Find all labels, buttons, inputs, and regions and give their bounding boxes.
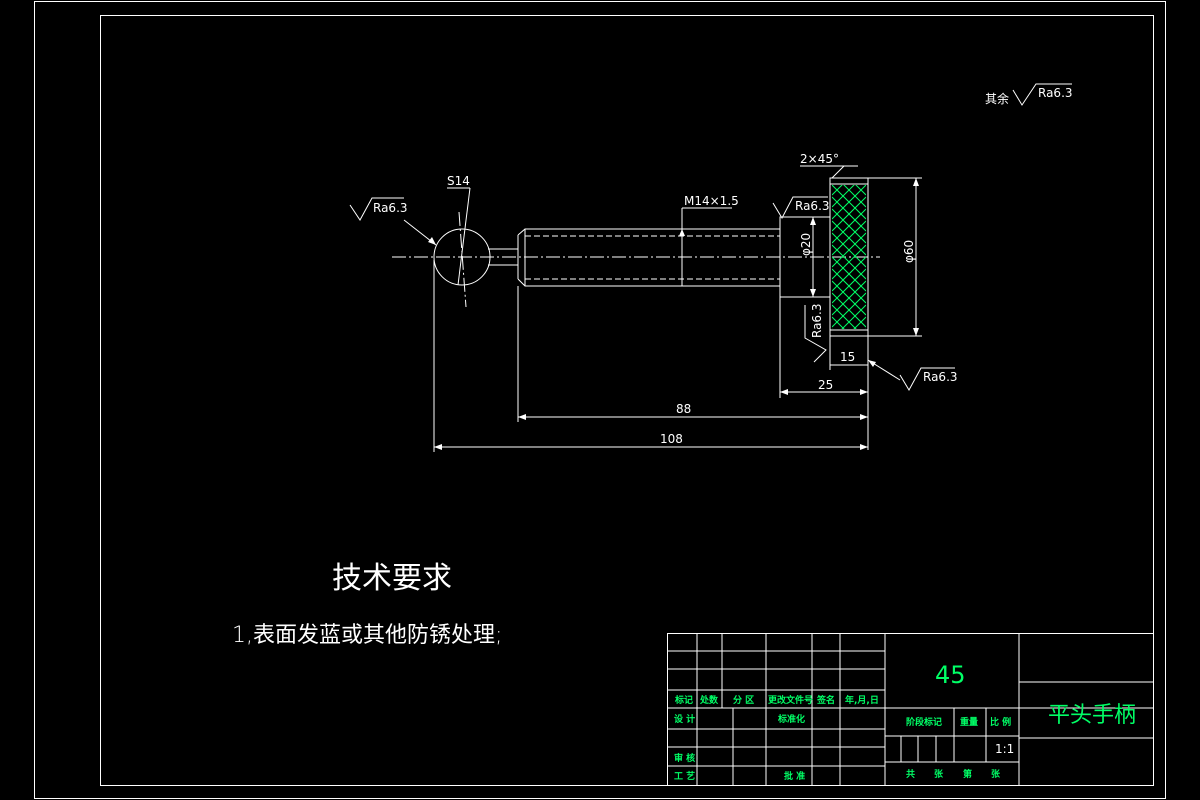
scale-value: 1:1 [995, 742, 1014, 756]
dim-total-len: 108 [660, 432, 683, 446]
dim-shoulder-len: 25 [818, 378, 833, 392]
knurl-line [832, 292, 866, 328]
knurl-line [832, 244, 866, 280]
roughness-knob-face: Ra6.3 [923, 370, 958, 384]
rev-header-0: 标记 [674, 694, 693, 706]
chamfer-label: 2×45° [800, 152, 839, 166]
outer-frame [34, 1, 1166, 799]
tech-req-title: 技术要求 [332, 561, 452, 596]
roughness-other-prefix: 其余 [985, 91, 1009, 106]
knurl-line [853, 316, 866, 329]
knob [829, 177, 869, 337]
inner-frame [100, 15, 1154, 786]
dia-shoulder: φ20 [799, 233, 813, 256]
knurl-line [832, 268, 866, 304]
knurl-line [832, 232, 866, 268]
roughness-other-symbol: 其余 Ra6.3 [985, 83, 1073, 106]
weight-label: 重量 [960, 716, 978, 728]
sheet-word-2: 张 [991, 768, 1001, 780]
rev-header-1: 处数 [699, 694, 719, 706]
knurl-line [832, 220, 866, 256]
roughness-shoulder-face: Ra6.3 [810, 303, 824, 338]
sheet-word-1: 张 [934, 768, 944, 780]
knurl-line [832, 316, 845, 329]
knurl-line [841, 304, 866, 329]
knurl-line [832, 256, 866, 292]
thread-label: M14×1.5 [684, 194, 739, 208]
sheet-total-label: 共 [906, 768, 915, 780]
material-value: 45 [935, 661, 966, 689]
part-outline [392, 177, 880, 337]
stage-mark-label: 阶段标记 [906, 716, 942, 728]
dim-thread-len: 88 [676, 402, 691, 416]
annotations: 2×45° S14 Ra6.3 M14×1.5 Ra6.3 φ20 Ra6.3 [349, 152, 958, 452]
roughness-shoulder: Ra6.3 [795, 199, 830, 213]
process-label: 工 艺 [674, 770, 695, 782]
sphere-label: S14 [447, 174, 470, 188]
rev-header-5: 年,月,日 [845, 694, 879, 706]
rev-header-3: 更改文件号 [768, 694, 813, 706]
roughness-other-value: Ra6.3 [1038, 86, 1073, 100]
knurl-line [855, 185, 866, 196]
roughness-ball: Ra6.3 [373, 201, 408, 215]
approve-label: 批 准 [784, 770, 805, 782]
knurl-line [832, 185, 855, 208]
ball-end [433, 228, 491, 286]
standardize-label: 标准化 [777, 713, 805, 725]
dia-knob: φ60 [902, 240, 916, 263]
knurl-line [832, 185, 843, 196]
review-label: 审 核 [674, 752, 695, 764]
sheet-nth-label: 第 [963, 768, 972, 780]
knurl-line [832, 185, 866, 220]
part-name: 平头手柄 [1048, 703, 1136, 728]
knurl-line [832, 196, 866, 232]
design-label: 设 计 [674, 713, 695, 725]
tech-req-item: 1,表面发蓝或其他防锈处理; [232, 623, 502, 648]
dim-knob-width: 15 [840, 350, 855, 364]
knurl-hatch [832, 185, 866, 329]
knurl-line [832, 280, 866, 316]
knurl-line [832, 208, 866, 244]
scale-label: 比 例 [990, 716, 1011, 728]
rev-header-2: 分 区 [733, 694, 754, 706]
rev-header-4: 签名 [816, 694, 835, 706]
thread-shaft-top [517, 228, 780, 236]
thread-shaft-bottom [517, 278, 780, 287]
title-block: 45 平头手柄 标记 处数 分 区 更改文件号 签名 年,月,日 设 计 标准化… [667, 633, 1154, 786]
